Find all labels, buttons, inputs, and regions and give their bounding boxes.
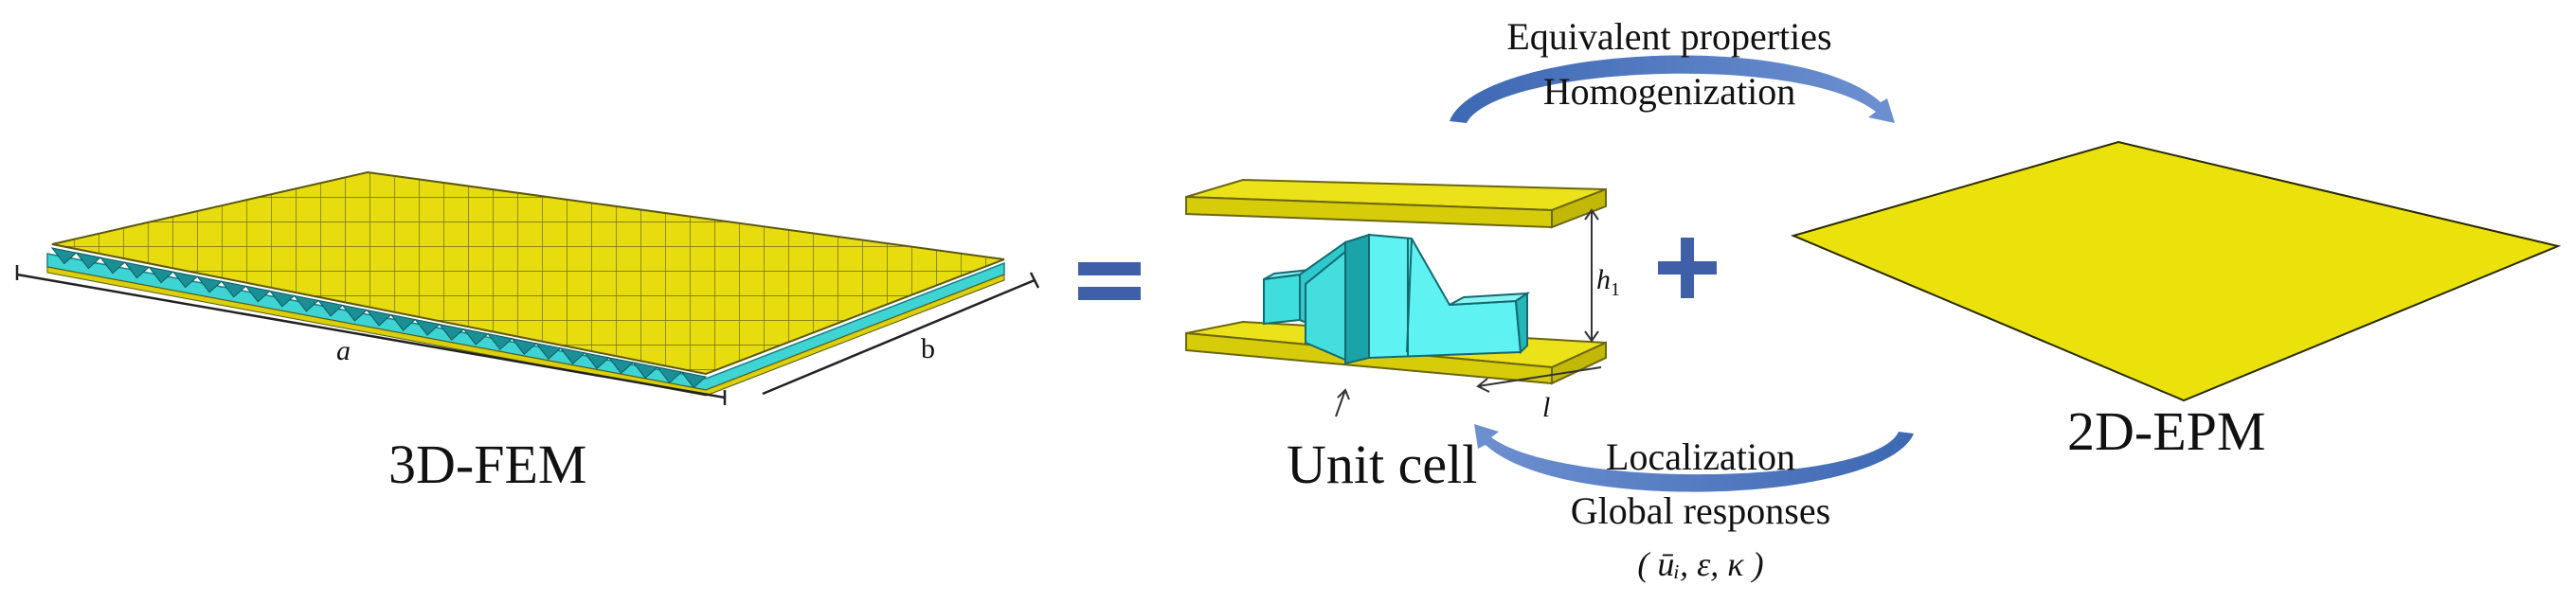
fem-core-tooth: [632, 362, 658, 380]
fem-core-tooth: [656, 366, 683, 384]
bottom-arrow-line2: Global responses: [1571, 489, 1830, 532]
fem-core-tooth: [123, 261, 151, 279]
fem-core-tooth: [584, 352, 610, 370]
fem-core-tooth: [293, 294, 320, 312]
fem-core-tooth: [99, 257, 126, 275]
fem-core-tooth: [244, 285, 272, 303]
fem-core-tooth: [462, 328, 490, 346]
unit-cell-model: h1 l: [1185, 178, 1620, 423]
curved-arrow-right-icon: [1450, 55, 1895, 123]
fem-core-tooth: [196, 275, 223, 293]
epm-2d-label: 2D-EPM: [2067, 400, 2265, 462]
plus-sign-icon: [1658, 238, 1717, 298]
fem-core-tooth: [50, 247, 78, 265]
unit-cell-top-plate-side: [1551, 187, 1607, 229]
fem-core-tooth: [511, 337, 538, 355]
fem-core-teeth: [50, 247, 708, 389]
dimension-l-label: l: [1542, 392, 1550, 423]
bottom-arrow-line3: ( ūᵢ, ε, κ ): [1637, 545, 1763, 583]
unit-cell-label: Unit cell: [1287, 434, 1477, 495]
fem-bottom-face: [46, 266, 1005, 397]
fem-core-tooth: [75, 252, 102, 270]
fem-core-tooth: [680, 371, 708, 389]
fem-top-face: [51, 170, 1005, 376]
bottom-arrow-line1: Localization: [1606, 435, 1795, 478]
top-arrow-line2: Homogenization: [1543, 70, 1796, 113]
fem-core-tooth: [559, 347, 586, 365]
fem-core-tooth: [607, 357, 635, 375]
curved-arrow-left-icon: [1474, 424, 1914, 492]
fem-core-tooth: [316, 299, 344, 317]
fem-core-tooth: [171, 271, 199, 289]
fem-core-tooth: [414, 318, 441, 336]
fem-dimension-lines: [15, 265, 1040, 405]
fem-core-tooth: [534, 342, 562, 360]
fem-core-tooth: [438, 323, 465, 341]
fem-core-tooth: [341, 304, 369, 322]
fem-core-tooth: [268, 290, 296, 308]
fem-core-tooth: [148, 266, 174, 284]
fem-core-tooth: [486, 332, 513, 350]
fem-core-tooth: [366, 309, 392, 327]
fem-core-tooth: [389, 313, 417, 331]
dimension-h-label: h1: [1596, 264, 1620, 300]
fem-plate-model: a b: [15, 170, 1040, 405]
equals-sign-icon: [1078, 262, 1141, 300]
epm-2d-plate: [1791, 140, 2562, 402]
dimension-b-label: b: [921, 333, 935, 364]
fem-core-tooth: [220, 280, 247, 298]
dimension-a-label: a: [336, 335, 351, 366]
top-arrow-line1: Equivalent properties: [1506, 15, 1831, 58]
fem-3d-label: 3D-FEM: [388, 434, 586, 495]
